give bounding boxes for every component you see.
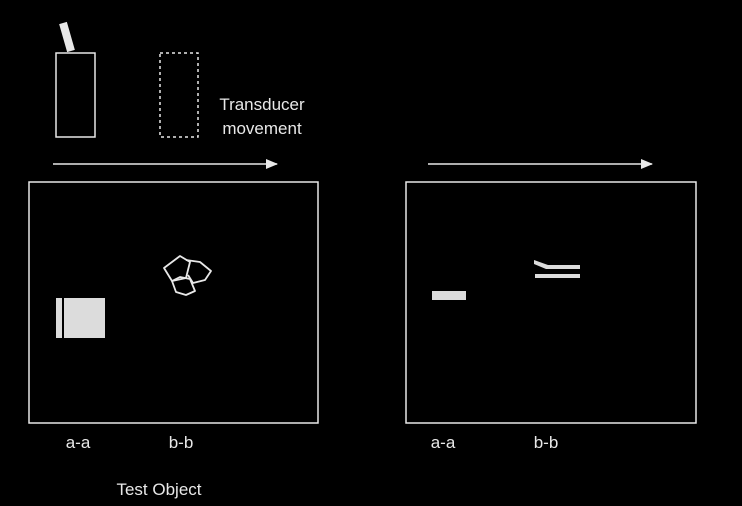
- test-object-caption: Test Object: [116, 480, 201, 499]
- left-bb-label: b-b: [169, 433, 194, 452]
- right-bb-label: b-b: [534, 433, 559, 452]
- echo-aa-bar: [432, 291, 466, 300]
- transducer-movement-label-line1: Transducer: [219, 95, 305, 114]
- object-bb-irregular-shape: [163, 255, 212, 296]
- object-aa-square: [56, 298, 105, 338]
- echo-bb-lines: [534, 260, 580, 278]
- image-panel: [405, 181, 697, 424]
- transducer-cable: [59, 21, 75, 53]
- left-aa-label: a-a: [66, 433, 91, 452]
- right-aa-label: a-a: [431, 433, 456, 452]
- transducer-icon: [55, 21, 96, 138]
- transducer-moved-outline: [159, 52, 199, 138]
- transducer-body: [55, 52, 96, 138]
- test-object-panel: [28, 181, 319, 424]
- transducer-movement-label-line2: movement: [222, 119, 302, 138]
